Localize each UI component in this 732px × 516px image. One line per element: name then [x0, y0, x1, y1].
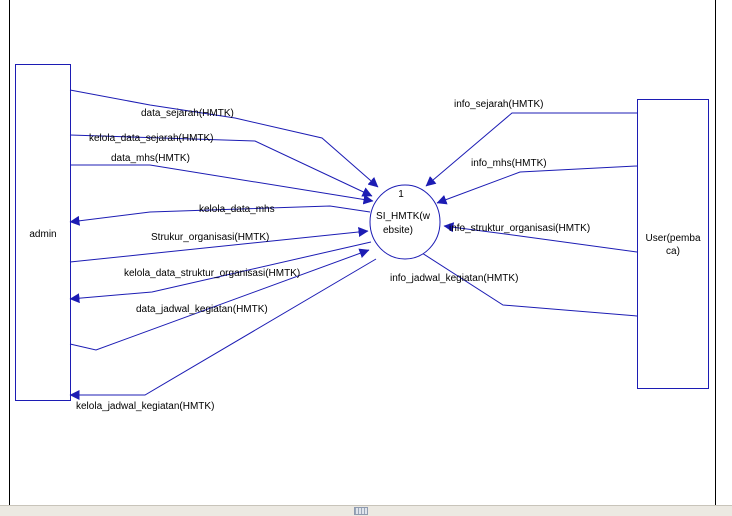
- flow-label-kelola-data-sejarah: kelola_data_sejarah(HMTK): [89, 133, 214, 144]
- scrollbar-thumb-grip[interactable]: [354, 507, 368, 515]
- flow-label-info-mhs: info_mhs(HMTK): [471, 158, 547, 169]
- entity-user[interactable]: [637, 99, 709, 389]
- flow-data-jadwal-kegiatan[interactable]: [69, 248, 370, 351]
- flow-info-mhs[interactable]: [436, 165, 638, 205]
- flow-data-mhs[interactable]: [70, 164, 374, 205]
- flow-kelola-data-sejarah[interactable]: [69, 134, 373, 197]
- entity-admin-label: admin: [29, 229, 56, 240]
- process-number: 1: [398, 189, 404, 200]
- flow-label-kelola-data-mhs: kelola_data_mhs: [199, 204, 275, 215]
- flow-label-info-struktur-organisasi: info_struktur_organisasi(HMTK): [449, 223, 590, 234]
- flow-strukur-organisasi[interactable]: [69, 227, 369, 263]
- flow-kelola-data-mhs[interactable]: [69, 205, 371, 226]
- flow-info-jadwal-kegiatan[interactable]: [421, 252, 638, 317]
- flow-label-data-mhs: data_mhs(HMTK): [111, 153, 190, 164]
- flow-label-kelola-data-struktur-organisasi: kelola_data_struktur_organisasi(HMTK): [124, 268, 300, 279]
- process-name-line2: ebsite): [383, 225, 413, 236]
- flow-kelola-data-struktur-organisasi[interactable]: [69, 241, 372, 304]
- flow-label-data-jadwal-kegiatan: data_jadwal_kegiatan(HMTK): [136, 304, 268, 315]
- entity-user-label-line1: User(pemba: [645, 233, 700, 244]
- process-name-line1: SI_HMTK(w: [376, 211, 431, 222]
- flow-info-sejarah[interactable]: [425, 112, 637, 187]
- flow-label-info-sejarah: info_sejarah(HMTK): [454, 99, 543, 110]
- flow-data-sejarah[interactable]: [69, 89, 379, 188]
- flow-info-struktur-organisasi[interactable]: [443, 222, 638, 253]
- flow-kelola-jadwal-kegiatan[interactable]: [69, 258, 377, 400]
- entity-user-label-line2: ca): [666, 246, 680, 257]
- process-si-hmtk[interactable]: [369, 184, 441, 260]
- flow-label-info-jadwal-kegiatan: info_jadwal_kegiatan(HMTK): [390, 273, 518, 284]
- flow-label-kelola-jadwal-kegiatan: kelola_jadwal_kegiatan(HMTK): [76, 401, 214, 412]
- entity-admin[interactable]: [15, 64, 71, 401]
- flow-label-data-sejarah: data_sejarah(HMTK): [141, 108, 234, 119]
- flow-label-strukur-organisasi: Strukur_organisasi(HMTK): [151, 232, 269, 243]
